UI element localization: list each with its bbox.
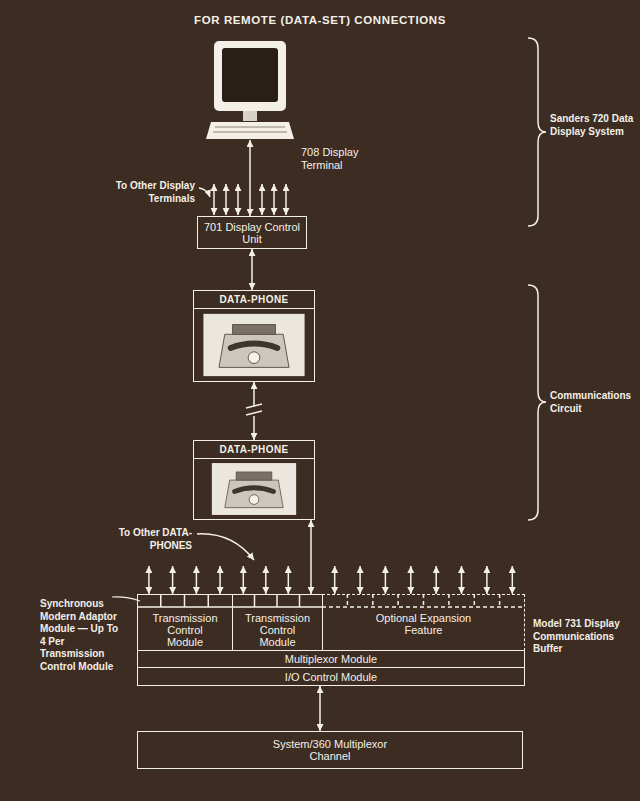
dataphone-header: DATA-PHONE bbox=[194, 291, 314, 309]
double-arrow bbox=[486, 566, 488, 594]
double-arrow bbox=[285, 184, 287, 215]
leader-line bbox=[112, 597, 140, 601]
double-arrow bbox=[265, 566, 267, 594]
module-box: Transmission Control Module bbox=[232, 594, 323, 651]
double-arrow bbox=[359, 566, 361, 594]
module-bar: Multiplexor Module bbox=[137, 650, 525, 668]
optional-module-box: Optional Expansion Feature bbox=[322, 594, 525, 651]
callout-label: To Other DATA-PHONES bbox=[92, 527, 192, 552]
callout-label: To Other Display Terminals bbox=[95, 180, 195, 205]
bracket-label: Sanders 720 Data Display System bbox=[550, 113, 636, 138]
bracket-label: Model 731 Display Communications Buffer bbox=[533, 618, 625, 656]
box-text: Multiplexor Module bbox=[285, 653, 377, 665]
double-arrow bbox=[237, 184, 239, 215]
brace bbox=[528, 285, 546, 520]
module-bar: I/O Control Module bbox=[137, 667, 525, 686]
connector-arrow bbox=[310, 520, 312, 594]
pointer-arrow bbox=[199, 188, 210, 197]
double-arrow bbox=[461, 566, 463, 594]
dataphone-box: DATA-PHONE bbox=[193, 440, 315, 520]
double-arrow bbox=[261, 184, 263, 215]
double-arrow bbox=[273, 184, 275, 215]
dataphone-title: DATA-PHONE bbox=[219, 294, 288, 306]
callout-label: Synchronous Modern Adaptor Module — Up T… bbox=[40, 598, 122, 673]
double-arrow bbox=[512, 566, 514, 594]
connector-arrow bbox=[249, 140, 251, 216]
module-box: Transmission Control Module bbox=[137, 594, 233, 651]
double-arrow bbox=[213, 184, 215, 215]
box-text: Transmission Control Module bbox=[242, 612, 314, 648]
double-arrow bbox=[435, 566, 437, 594]
dataphone-box: DATA-PHONE bbox=[193, 290, 315, 382]
double-arrow bbox=[219, 566, 221, 594]
double-arrow bbox=[410, 566, 412, 594]
double-arrow bbox=[334, 566, 336, 594]
dataphone-illustration bbox=[194, 309, 314, 381]
connector-arrow bbox=[319, 686, 321, 731]
dataphone-header: DATA-PHONE bbox=[194, 441, 314, 459]
dataphone-title: DATA-PHONE bbox=[219, 444, 288, 456]
double-arrow bbox=[225, 184, 227, 215]
double-arrow bbox=[172, 566, 174, 594]
adaptor-cell-row bbox=[137, 594, 322, 607]
double-arrow bbox=[243, 566, 245, 594]
connector-arrow bbox=[251, 249, 253, 290]
control-unit-box: 701 Display Control Unit bbox=[197, 216, 307, 249]
double-arrow bbox=[148, 566, 150, 594]
channel-box: System/360 Multiplexor Channel bbox=[137, 731, 523, 769]
optional-cell-row bbox=[322, 594, 525, 607]
double-arrow bbox=[288, 566, 290, 594]
pointer-arrow bbox=[197, 534, 254, 560]
dataphone-illustration bbox=[194, 459, 314, 519]
diagram-title: FOR REMOTE (DATA-SET) CONNECTIONS bbox=[0, 14, 640, 26]
adaptor-cells bbox=[137, 594, 525, 607]
terminal-label: 708 Display Terminal bbox=[301, 146, 373, 172]
double-arrow bbox=[196, 566, 198, 594]
bracket-label: Communications Circuit bbox=[550, 390, 636, 415]
terminal-illustration bbox=[205, 40, 295, 140]
brace bbox=[528, 38, 546, 226]
box-text: 701 Display Control Unit bbox=[204, 221, 300, 245]
display-terminal: 708 Display Terminal bbox=[205, 40, 295, 140]
double-arrow bbox=[385, 566, 387, 594]
connector-arrow bbox=[253, 382, 255, 440]
box-text: I/O Control Module bbox=[285, 671, 377, 683]
box-text: System/360 Multiplexor Channel bbox=[260, 738, 400, 762]
dataphone-line-arrows bbox=[149, 566, 512, 594]
box-text: Optional Expansion Feature bbox=[368, 612, 480, 636]
box-text: Transmission Control Module bbox=[149, 612, 221, 648]
